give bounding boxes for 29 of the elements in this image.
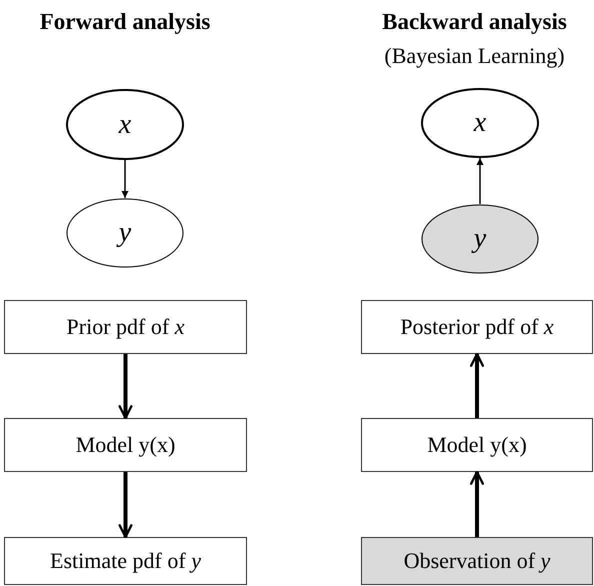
variable-label: y <box>474 225 486 253</box>
variable-label: x <box>474 109 486 137</box>
ellipse-node <box>66 198 184 268</box>
ellipse-node <box>66 89 184 160</box>
arrow <box>470 470 484 537</box>
subtitle: (Bayesian Learning) <box>383 42 566 70</box>
box-label: Estimate pdf of y <box>50 547 201 575</box>
ellipse-node <box>422 204 538 274</box>
arrow <box>122 160 128 198</box>
process-box <box>361 418 593 472</box>
box-label: Prior pdf of x <box>66 313 184 341</box>
ellipse-node <box>421 88 539 158</box>
box-label: Model y(x) <box>76 431 176 459</box>
variable-label: y <box>118 219 132 247</box>
box-label: Posterior pdf of x <box>400 313 554 341</box>
arrow <box>118 354 132 420</box>
process-box <box>4 418 247 472</box>
arrow <box>470 352 484 418</box>
arrow <box>476 158 484 204</box>
box-label: Observation of y <box>404 547 550 575</box>
heading: Backward analysis <box>381 8 568 36</box>
process-box <box>361 537 593 585</box>
heading: Forward analysis <box>38 8 212 36</box>
process-box <box>4 300 247 354</box>
process-box <box>4 537 247 585</box>
variable-label: x <box>118 110 132 138</box>
box-label: Model y(x) <box>427 431 527 459</box>
arrow <box>118 472 132 538</box>
process-box <box>361 300 593 354</box>
